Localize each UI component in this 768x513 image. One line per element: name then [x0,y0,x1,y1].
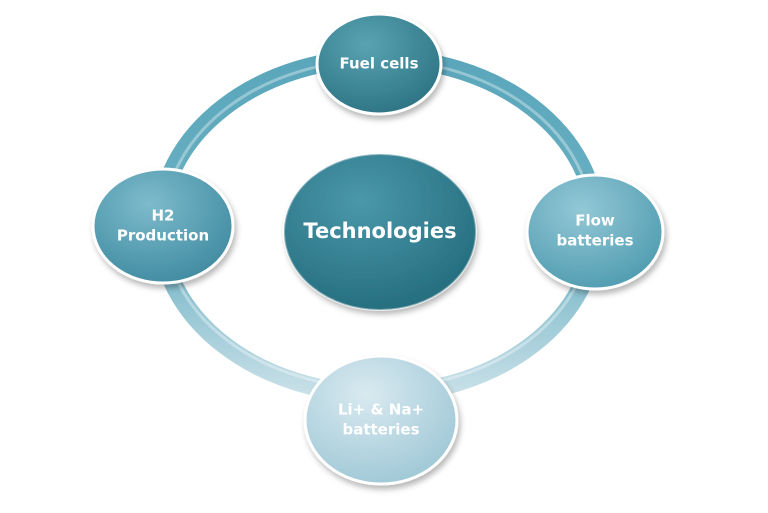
node-li-na-batteries-label-line1: Li+ & Na+ [338,401,424,419]
node-li-na-batteries: Li+ & Na+ batteries [303,354,459,486]
node-flow-batteries: Flow batteries [525,173,665,291]
node-h2-production-label-line1: H2 [152,207,175,225]
center-node: Technologies [283,153,477,311]
node-fuel-cells-label: Fuel cells [340,55,419,73]
node-flow-batteries-label-line2: batteries [556,232,633,250]
center-label: Technologies [303,219,456,243]
node-fuel-cells: Fuel cells [315,12,443,116]
node-h2-production: H2 Production [91,167,235,285]
node-li-na-batteries-label-line2: batteries [342,421,419,439]
node-flow-batteries-label-line1: Flow [575,212,615,230]
node-h2-production-label-line2: Production [117,227,209,245]
